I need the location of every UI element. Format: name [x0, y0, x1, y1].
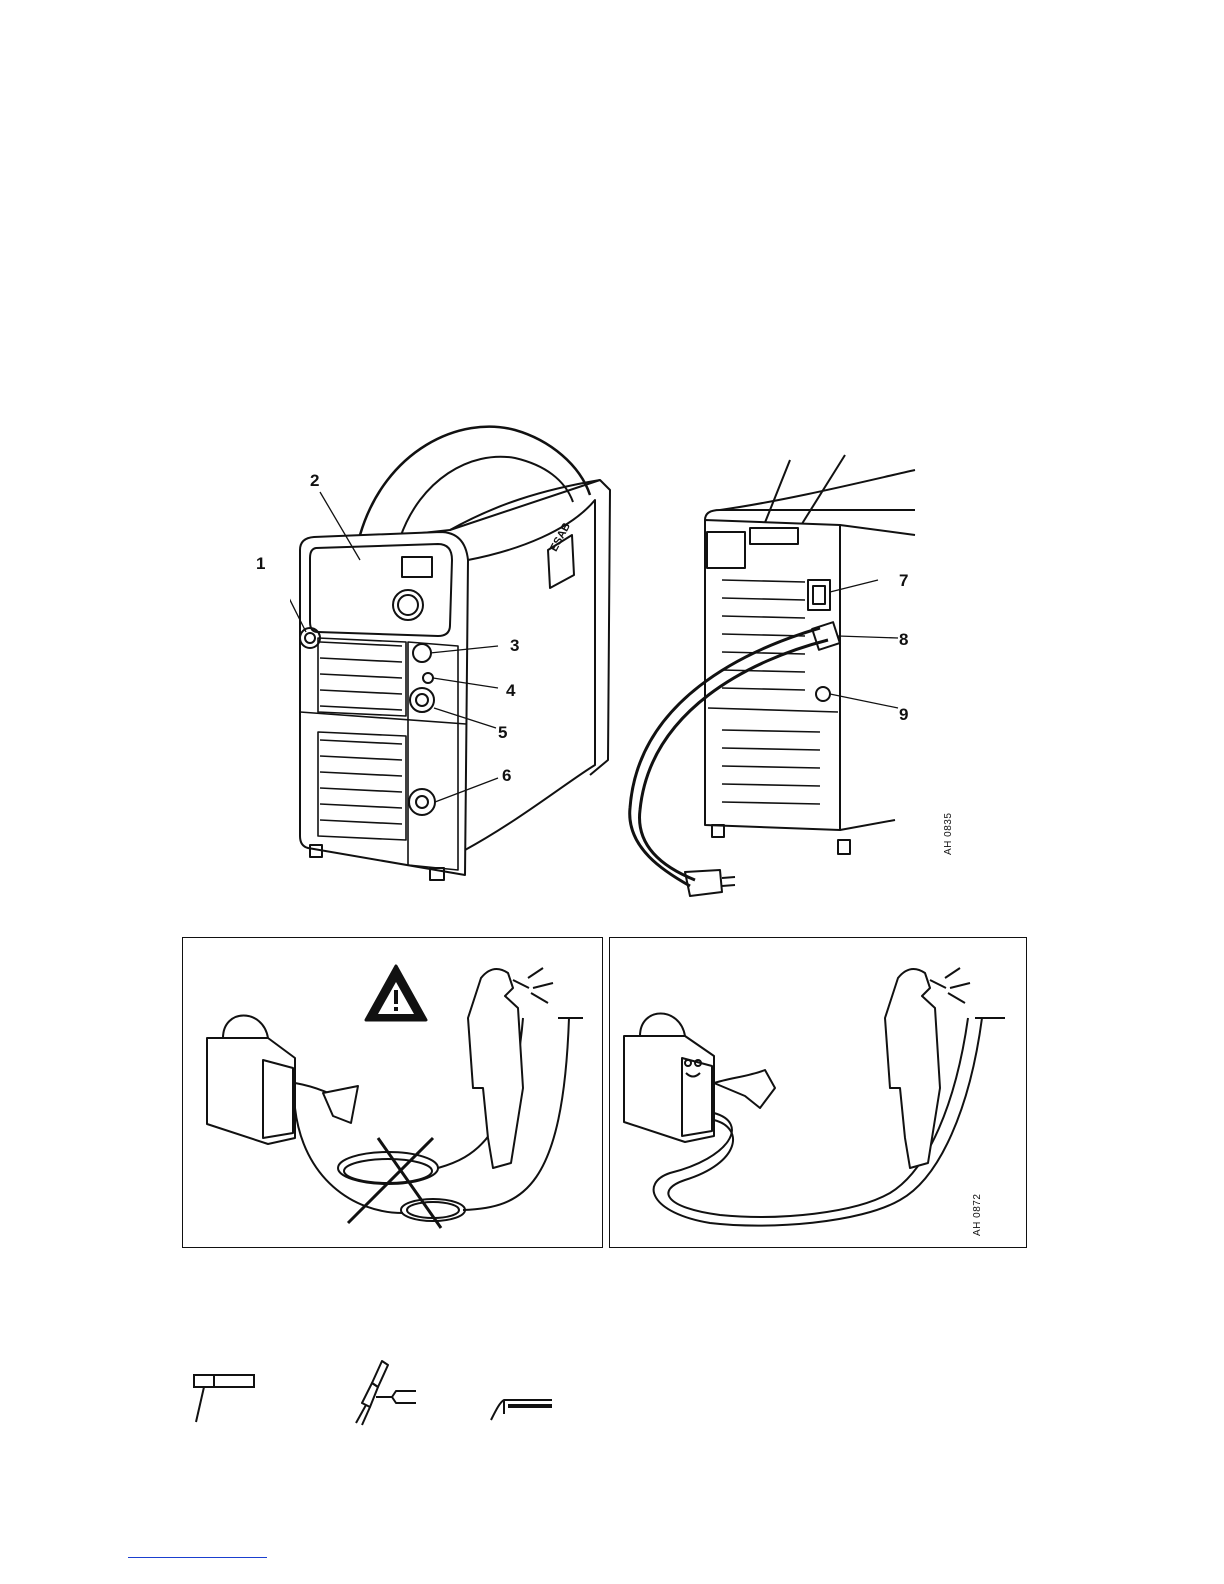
tig-torch-symbol-icon: [350, 1355, 425, 1430]
fillet-weld-symbol-icon: [190, 1370, 260, 1430]
callout-6: 6: [502, 767, 511, 784]
footer-separator: [128, 1557, 267, 1558]
panel-correct-cable-routing: AH 0872: [609, 937, 1027, 1248]
incorrect-cable-illustration: [183, 938, 601, 1246]
callout-5: 5: [498, 724, 507, 741]
electrode-symbol-icon: [488, 1392, 558, 1424]
callout-9: 9: [899, 706, 908, 723]
callout-2: 2: [310, 472, 319, 489]
figure-code-ah0835: AH 0835: [943, 813, 954, 855]
machine-rear-illustration: [610, 440, 930, 910]
callout-8: 8: [899, 631, 908, 648]
panel-incorrect-cable-coiling: [182, 937, 603, 1248]
machine-front-illustration: [290, 410, 630, 890]
callout-1: 1: [256, 555, 265, 572]
callout-7: 7: [899, 572, 908, 589]
callout-4: 4: [506, 682, 515, 699]
callout-3: 3: [510, 637, 519, 654]
correct-cable-illustration: [610, 938, 1025, 1246]
figure-code-ah0872: AH 0872: [972, 1194, 983, 1236]
